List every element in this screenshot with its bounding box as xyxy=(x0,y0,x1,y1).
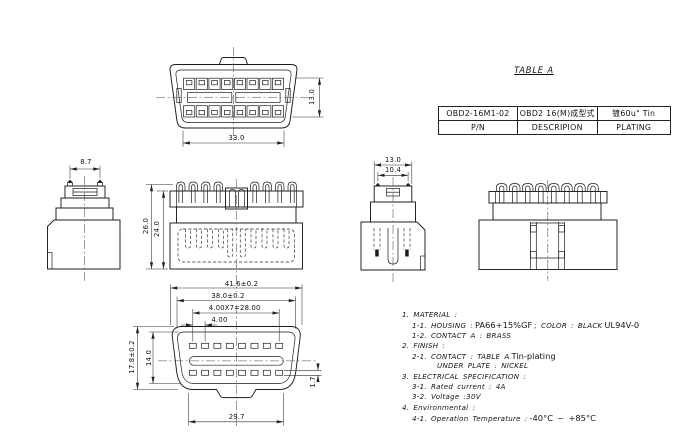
top-latch xyxy=(530,222,565,270)
face-bottom-pin-row xyxy=(188,369,284,376)
dim-side-b-width-inner-label: 10.4 xyxy=(385,166,401,175)
side-view-a-dims xyxy=(69,165,101,179)
face-view-dims xyxy=(133,296,322,426)
spec-contact-plating-value: Tin-plating xyxy=(511,351,556,362)
table-a-value-row: OBD2-16M1-02 OBD2 16(M)成型式 镀60u" Tin xyxy=(438,106,672,121)
front-top-pin-row xyxy=(183,77,284,90)
side-view-b xyxy=(360,161,426,283)
specifications: 1. MATERIAL : 1-1. HOUSING :PA66+15%GF; … xyxy=(402,310,641,423)
spec-line-voltage: 3-2. Voltage :30V xyxy=(412,392,481,402)
spec-line-electrical: 3. ELECTRICAL SPECIFICATION : xyxy=(402,371,527,381)
plating-header-cell: PLATING xyxy=(596,120,672,135)
dim-front-height-label: 13.0 xyxy=(307,88,316,105)
pn-header-cell: P/N xyxy=(438,120,518,135)
dim-rear-height-inner-label: 24.0 xyxy=(153,221,161,237)
spec-housing-rating: UL94V-0 xyxy=(604,320,640,331)
rear-pin-loops xyxy=(176,181,297,203)
side-view-b-dims xyxy=(373,161,413,184)
side-b-hidden-channels xyxy=(373,228,411,265)
spec-line-material: 1. MATERIAL : xyxy=(402,310,458,319)
spec-housing-material: PA66+15%GF xyxy=(474,320,533,331)
dim-face-width-outer-label: 41.6±0.2 xyxy=(224,279,259,288)
top-view xyxy=(478,180,618,281)
top-pin-loops xyxy=(496,183,599,203)
pn-value-cell: OBD2-16M1-02 xyxy=(438,106,518,121)
spec-line-contact-a: 1-2. CONTACT A : BRASS xyxy=(412,330,512,340)
spec-line-rated-current: 3-1. Rated current : 4A xyxy=(412,382,506,392)
front-bottom-pin-row xyxy=(183,105,284,118)
rear-view-dims xyxy=(146,184,303,325)
dim-pin-slot-height-label: 1.7 xyxy=(308,376,317,388)
spec-line-operation-temperature: 4-1. Operation Temperature :-40°C ~ +85°… xyxy=(402,413,641,423)
side-view-a xyxy=(47,165,121,281)
spec-temp-value: -40°C ~ +85°C xyxy=(529,412,596,423)
dim-face-height-inner-label: 14.0 xyxy=(144,350,153,366)
dim-face-width-inner-label: 38.0±0.2 xyxy=(211,292,245,300)
rear-view xyxy=(146,179,304,325)
spec-temp-label: 4-1. Operation Temperature : xyxy=(412,413,528,423)
table-a-title: TABLE A xyxy=(514,65,554,75)
front-view xyxy=(156,47,324,147)
description-value-cell: OBD2 16(M)成型式 xyxy=(516,106,598,121)
mating-face-view xyxy=(133,296,322,428)
description-header-cell: DESCRIPION xyxy=(516,120,598,135)
spec-line-under-plate: UNDER PLATE : NICKEL xyxy=(437,361,529,371)
dim-pin-pitch-label: 4.00 xyxy=(211,315,228,324)
dim-pin-row-span-label: 4.00X7=28.00 xyxy=(208,304,261,313)
front-view-dims xyxy=(182,77,324,147)
dim-front-width-label: 33.0 xyxy=(228,134,245,142)
spec-housing-label: 1-1. HOUSING : xyxy=(412,321,473,331)
table-a: OBD2-16M1-02 OBD2 16(M)成型式 镀60u" Tin P/N… xyxy=(438,106,672,135)
table-a-header-row: P/N DESCRIPION PLATING xyxy=(438,120,672,135)
dim-face-bottom-width-label: 29.7 xyxy=(228,413,245,421)
spec-line-environmental: 4. Environmental : xyxy=(402,402,476,412)
dim-side-a-top-width-label: 8.7 xyxy=(80,158,92,166)
face-top-pin-row xyxy=(188,342,284,349)
plating-value-cell: 镀60u" Tin xyxy=(596,106,672,121)
spec-housing-color: ; COLOR : BLACK xyxy=(534,321,603,331)
dim-side-b-width-outer-label: 13.0 xyxy=(385,155,401,164)
spec-contact-label: 2-1. CONTACT : TABLE A xyxy=(412,352,510,362)
rear-hidden-channels xyxy=(185,229,290,258)
dim-rear-height-outer-label: 26.0 xyxy=(142,218,150,234)
dim-face-height-outer-label: 17.8±0.2 xyxy=(128,339,136,374)
spec-line-finish: 2. FINISH : xyxy=(402,340,446,350)
